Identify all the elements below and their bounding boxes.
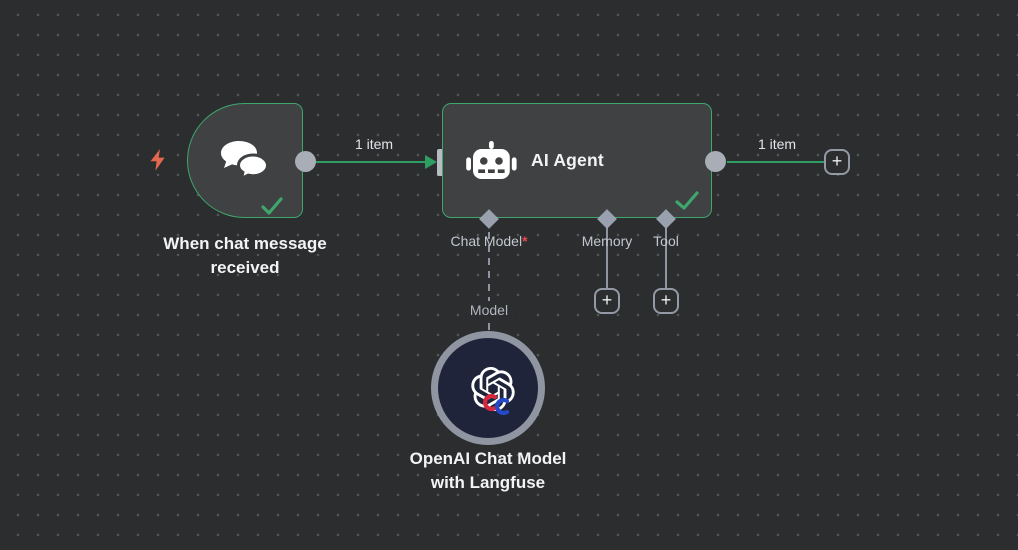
robot-icon bbox=[465, 139, 517, 192]
model-link-label: Model bbox=[459, 301, 519, 319]
node-chat-trigger[interactable] bbox=[187, 103, 303, 218]
trigger-output-port[interactable] bbox=[295, 151, 316, 172]
agent-node-title: AI Agent bbox=[531, 150, 604, 170]
openai-node-label: OpenAI Chat Model with Langfuse bbox=[409, 449, 567, 492]
success-check-icon bbox=[674, 190, 700, 216]
connection-items-label: 1 item bbox=[354, 136, 394, 152]
chat-bubbles-icon bbox=[216, 139, 270, 190]
connection-items-label: 1 item bbox=[757, 136, 797, 152]
chat-model-connector-label: Chat Model* bbox=[419, 233, 559, 249]
add-next-node-button[interactable]: + bbox=[824, 149, 850, 175]
agent-output-port[interactable] bbox=[705, 151, 726, 172]
success-check-icon bbox=[260, 196, 284, 221]
memory-connector-label: Memory bbox=[581, 233, 633, 249]
lightning-bolt-icon bbox=[147, 148, 167, 177]
required-asterisk: * bbox=[522, 233, 528, 249]
add-memory-button[interactable]: + bbox=[594, 288, 620, 314]
chat-model-label-text: Chat Model bbox=[450, 233, 523, 249]
wire-arrowhead-icon bbox=[425, 155, 437, 169]
trigger-node-label: When chat message received bbox=[163, 234, 327, 277]
agent-input-port[interactable] bbox=[437, 149, 446, 176]
node-ai-agent[interactable]: AI Agent bbox=[442, 103, 712, 218]
node-openai-chat-model[interactable] bbox=[431, 331, 545, 445]
tool-connector-label: Tool bbox=[653, 233, 679, 249]
langfuse-knot-badge-icon bbox=[478, 393, 514, 420]
add-tool-button[interactable]: + bbox=[653, 288, 679, 314]
